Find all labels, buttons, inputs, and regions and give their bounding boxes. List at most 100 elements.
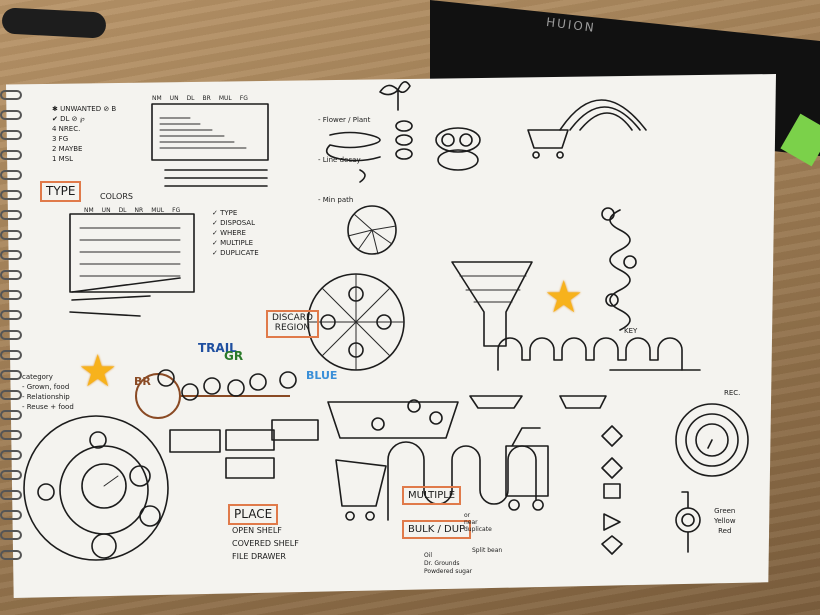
binding-ring — [0, 190, 22, 200]
note-item: - Grown, food — [22, 383, 70, 391]
discard-region-label: DISCARD REGION — [266, 310, 319, 338]
flower-plant-sketch — [325, 81, 411, 183]
binding-ring — [0, 150, 22, 160]
bulk-dup-label: BULK / DUP — [402, 520, 472, 539]
orbit-diagram — [23, 415, 169, 561]
note-item: - Min path — [318, 196, 354, 204]
note-item: - Relationship — [22, 393, 70, 401]
list-item: 4 NREC. — [52, 125, 81, 133]
oval-stacks-sketch — [395, 120, 481, 171]
histogram-bars — [159, 117, 247, 149]
checklist-item: ✓ DUPLICATE — [212, 249, 259, 257]
binding-ring — [0, 490, 22, 500]
binding-ring — [0, 310, 22, 320]
list-item: ✱ UNWANTED ⊘ B — [52, 105, 117, 113]
cart-rainbow-sketch — [527, 99, 647, 159]
gr-label: GR — [224, 349, 244, 363]
binding-ring — [0, 370, 22, 380]
color-key-item: Yellow — [714, 517, 736, 525]
place-label: PLACE — [228, 504, 279, 526]
binding-ring — [0, 210, 22, 220]
type-checklist: ✓ TYPE✓ DISPOSAL✓ WHERE✓ MULTIPLE✓ DUPLI… — [212, 208, 259, 258]
top-left-list: ✱ UNWANTED ⊘ B ✔ DL ⊘ ℘ 4 NREC. 3 FG 2 MAYBE… — [52, 104, 116, 164]
trail-label: TRAIL — [198, 341, 237, 355]
place-option: FILE DRAWER — [232, 552, 286, 561]
tray-icons — [469, 395, 607, 409]
type-label: TYPE — [40, 181, 82, 203]
binding-ring — [0, 250, 22, 260]
column-header: FG — [172, 207, 181, 214]
binding-ring — [0, 90, 22, 100]
type-grid-lines — [79, 227, 181, 277]
yellow-star-sticker: ★ — [78, 347, 118, 396]
list-item: ✔ DL ⊘ ℘ — [52, 115, 85, 123]
pie-sketch — [347, 205, 397, 255]
binding-ring — [0, 550, 22, 560]
note-item: - Flower / Plant — [318, 116, 371, 124]
target-sketch — [675, 403, 749, 553]
type-grid-arrows — [69, 277, 181, 317]
binding-ring — [0, 270, 22, 280]
column-header: NM — [84, 207, 94, 214]
bottom-carts-sketch — [335, 395, 607, 521]
drawers-sketch — [169, 419, 319, 479]
dup-note: or near duplicate — [464, 512, 492, 533]
list-item: 1 MSL — [52, 155, 74, 163]
column-header: UN — [101, 207, 111, 214]
binding-ring — [0, 330, 22, 340]
checklist-item: ✓ DISPOSAL — [212, 219, 255, 227]
brown-loop-sketch — [135, 369, 297, 419]
type-grid-sketch — [69, 213, 195, 317]
note-item: Oil — [424, 552, 433, 559]
list-item: 2 MAYBE — [52, 145, 83, 153]
color-key-item: Green — [714, 507, 736, 515]
column-header: BR — [202, 95, 211, 102]
type-grid-frame — [69, 213, 195, 293]
category-notes: category- Grown, food- Relationship- Reu… — [22, 372, 74, 412]
blue-label: BLUE — [306, 369, 338, 382]
column-header: UN — [169, 95, 179, 102]
looped-path-sketch — [497, 337, 701, 371]
sketchbook-page — [6, 74, 776, 598]
column-header: MUL — [218, 95, 232, 102]
place-option: COVERED SHELF — [232, 539, 299, 548]
binding-ring — [0, 430, 22, 440]
binding-ring — [0, 390, 22, 400]
note-item: - Reuse + food — [22, 403, 74, 411]
split-bean-note: Split bean — [472, 547, 503, 554]
flower-notes: - Flower / Plant - Line decay - Min path — [318, 100, 370, 220]
binding-ring — [0, 290, 22, 300]
checklist-item: ✓ WHERE — [212, 229, 246, 237]
binding-ring — [0, 230, 22, 240]
binding-ring — [0, 530, 22, 540]
binding-ring — [0, 410, 22, 420]
key-label: KEY — [624, 327, 638, 335]
yellow-star-sticker: ★ — [544, 273, 584, 322]
rec-label: REC. — [724, 389, 741, 397]
note-item: Dr. Grounds — [424, 560, 460, 567]
binding-ring — [0, 130, 22, 140]
binding-ring — [0, 110, 22, 120]
column-header: NR — [134, 207, 144, 214]
table-sketch — [327, 399, 459, 439]
list-item: 3 FG — [52, 135, 69, 143]
wavy-line-sketch — [325, 131, 381, 183]
trash-bin-icon — [505, 427, 549, 511]
checklist-item: ✓ TYPE — [212, 209, 238, 217]
timeline-lines — [164, 169, 268, 187]
binding-ring — [0, 470, 22, 480]
multiple-label: MULTIPLE — [402, 486, 462, 505]
shapes-column-sketch — [601, 425, 623, 555]
colors-label: COLORS — [100, 192, 133, 201]
winding-path-sketch — [387, 441, 537, 521]
binding-ring — [0, 510, 22, 520]
binding-ring — [0, 350, 22, 360]
funnel-sketch — [451, 261, 533, 347]
column-header: DL — [186, 95, 195, 102]
note-item: - Line decay — [318, 156, 361, 164]
